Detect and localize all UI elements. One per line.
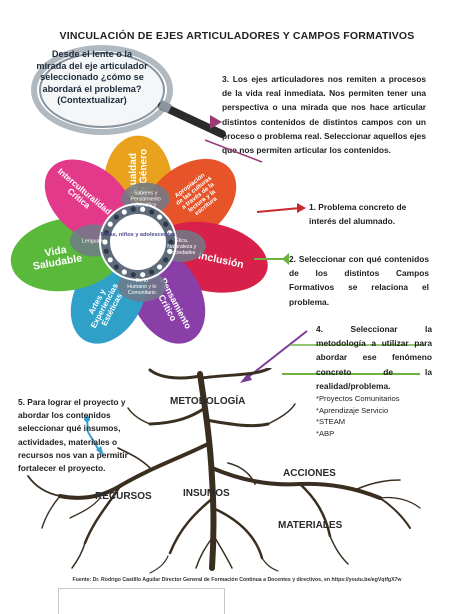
person-icon bbox=[121, 269, 127, 275]
page-title: VINCULACIÓN DE EJES ARTICULADORES Y CAMP… bbox=[59, 30, 415, 42]
person-icon bbox=[103, 248, 109, 254]
person-icon bbox=[107, 257, 113, 263]
person-icon bbox=[168, 239, 174, 245]
petal-label-igualdad: Igualdadde Género bbox=[128, 149, 150, 198]
person-icon bbox=[130, 206, 136, 212]
label-recursos: RECURSOS bbox=[95, 491, 152, 502]
tree-roots-diagram bbox=[27, 368, 421, 574]
magnifying-glass-icon bbox=[31, 45, 226, 138]
person-icon bbox=[121, 209, 127, 215]
person-icon bbox=[140, 272, 146, 278]
person-icon bbox=[113, 264, 119, 270]
methodology-option: *STEAM bbox=[316, 417, 346, 427]
person-icon bbox=[149, 269, 155, 275]
center-label: Niñas, niños y adolescentes bbox=[101, 232, 176, 238]
methodology-option: *ABP bbox=[316, 428, 335, 438]
step-5-text: 5. Para lograr el proyecto y abordar los… bbox=[18, 397, 128, 474]
arrow-step5 bbox=[86, 419, 89, 433]
step-1-text: 1. Problema concreto de interés del alum… bbox=[309, 202, 407, 227]
person-icon bbox=[113, 214, 119, 220]
person-icon bbox=[149, 209, 155, 215]
person-icon bbox=[163, 221, 169, 227]
inner-field-label-3: Lenguajes bbox=[82, 238, 106, 244]
person-icon bbox=[107, 221, 113, 227]
person-icon bbox=[102, 239, 108, 245]
person-icon bbox=[157, 264, 163, 270]
label-acciones: ACCIONES bbox=[283, 468, 336, 479]
methodology-option: *Aprendizaje Servicio bbox=[316, 405, 389, 415]
step-4-block: 4. Seleccionar la metodología a utilizar… bbox=[316, 322, 432, 439]
center-inner-circle bbox=[110, 214, 166, 270]
person-icon bbox=[103, 230, 109, 236]
person-icon bbox=[167, 230, 173, 236]
step-3-text: 3. Los ejes articuladores nos remiten a … bbox=[222, 74, 426, 156]
arrow-step3 bbox=[204, 139, 263, 163]
step-4-text: 4. Seleccionar la metodología a utilizar… bbox=[316, 324, 432, 391]
source-footer: Fuente: Dr. Rodrigo Castillo Aguilar Dir… bbox=[72, 577, 402, 583]
person-icon bbox=[140, 206, 146, 212]
label-insumos: INSUMOS bbox=[183, 488, 230, 499]
label-materiales: MATERIALES bbox=[278, 520, 343, 531]
label-metodologia: METODOLOGÍA bbox=[170, 396, 246, 407]
person-icon bbox=[130, 272, 136, 278]
methodology-list: *Proyectos Comunitarios *Aprendizaje Ser… bbox=[316, 393, 432, 439]
arrow-step4 bbox=[246, 330, 308, 379]
person-icon bbox=[157, 214, 163, 220]
person-icon bbox=[163, 257, 169, 263]
lens-question: Desde el lente o la mirada del eje artic… bbox=[36, 49, 148, 106]
person-icon bbox=[167, 248, 173, 254]
methodology-option: *Proyectos Comunitarios bbox=[316, 394, 400, 404]
footer-box bbox=[58, 588, 225, 614]
arrow-step1 bbox=[256, 207, 301, 213]
step-2-text: 2. Seleccionar con qué contenidos de los… bbox=[289, 254, 429, 307]
